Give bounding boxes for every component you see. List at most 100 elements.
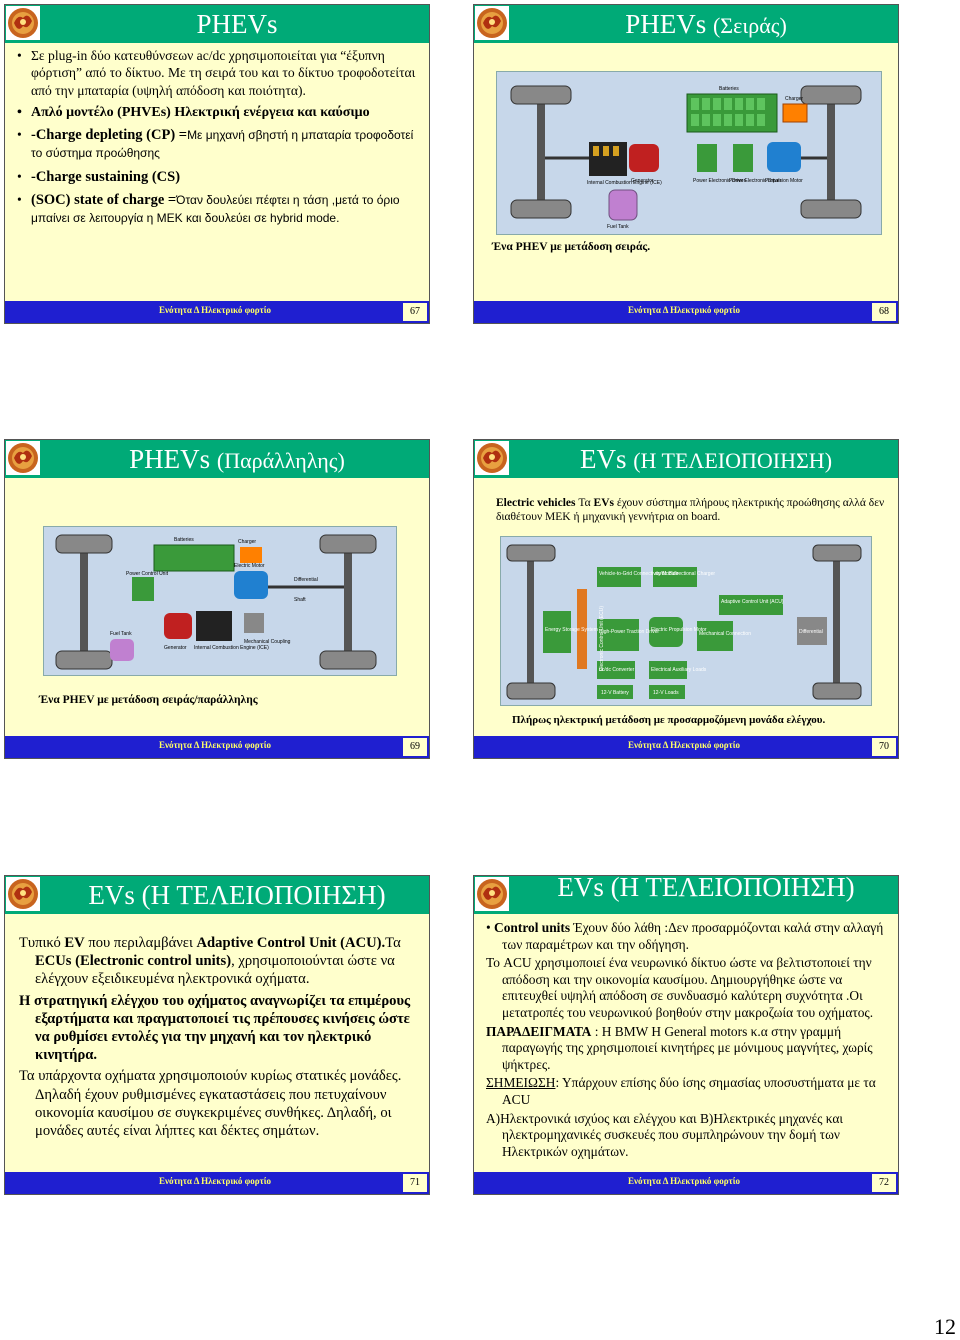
text-part: που περιλαμβάνει	[84, 935, 197, 951]
figure-caption: Ένα PHEV με μετάδοση σειράς.	[492, 241, 651, 253]
bullet-text: Σε plug-in δύο κατευθύνσεων ac/dc χρησιμ…	[31, 48, 416, 98]
label-aux: Electrical Auxiliary Loads	[651, 667, 707, 673]
slide-number: 70	[872, 738, 896, 756]
title-main: EVs	[579, 444, 627, 474]
label-motor: Electric Propulsion Motor	[651, 627, 707, 633]
bullet-term: -Charge sustaining (CS)	[31, 168, 181, 185]
paragraph: ΠΑΡΑΔΕΙΓΜΑΤΑ : Η BMW Η General motors κ.…	[486, 1024, 886, 1074]
text-part: : Η BMW Η General motors κ.α στην γραμμή…	[502, 1023, 873, 1072]
label-shaft: Shaft	[294, 597, 306, 603]
label-driver: Power Electronic Driver	[729, 178, 782, 184]
slide-72: EVs (Η ΤΕΛΕΙΟΠΟΙΗΣΗ) • Control units Έχο…	[473, 875, 899, 1195]
label-ess: Energy Storage System	[545, 627, 598, 633]
footer-label: Ενότητα Δ Ηλεκτρικό φορτίο	[628, 1176, 740, 1186]
footer-label: Ενότητα Δ Ηλεκτρικό φορτίο	[628, 740, 740, 750]
label-differential: Differential	[294, 577, 318, 583]
label-ice: Internal Combustion Engine (ICE)	[587, 180, 662, 186]
bullet: -Charge depleting (CP) =Με μηχανή σβηστή…	[17, 126, 417, 163]
text-term: ECUs (Electronic control units)	[35, 953, 232, 970]
text-part: Έχουν δύο λάθη :Δεν προσαρμόζονται καλά …	[502, 920, 884, 952]
label-motor: Electric Motor	[234, 563, 265, 569]
slide-footer: Ενότητα Δ Ηλεκτρικό φορτίο 70	[474, 736, 898, 758]
title-bar: EVs (Η ΤΕΛΕΙΟΠΟΙΗΣΗ)	[474, 876, 898, 914]
label-charger: Charger	[238, 539, 256, 545]
slide-70: EVs (Η ΤΕΛΕΙΟΠΟΙΗΣΗ) Electric vehicles Τ…	[473, 439, 899, 759]
label-driver: Power Electronic Driver	[693, 178, 746, 184]
label-ice: Internal Combustion Engine (ICE)	[194, 645, 269, 651]
label-motor: Propulsion Motor	[765, 178, 803, 184]
label-coupling: Mechanical Coupling	[244, 639, 291, 645]
title-main: PHEVs	[129, 444, 211, 474]
bullet: Σε plug-in δύο κατευθύνσεων ac/dc χρησιμ…	[17, 47, 417, 99]
footer-label: Ενότητα Δ Ηλεκτρικό φορτίο	[159, 740, 271, 750]
text-term: ΠΑΡΑΔΕΙΓΜΑΤΑ	[486, 1023, 592, 1039]
slide-content: Τυπικό EV που περιλαμβάνει Adaptive Cont…	[19, 934, 417, 1143]
bullet: (SOC) state of charge =Όταν δουλεύει πέφ…	[17, 191, 417, 228]
slide-68: PHEVs (Σειράς)	[473, 4, 899, 324]
slide-69: PHEVs (Παράλληλης) Batteries Charger Pow…	[4, 439, 430, 759]
label-ecu: Electronic Control Unit (ECU)	[599, 606, 605, 671]
label-traction: High-Power Traction Driver	[599, 629, 659, 635]
slide-number: 68	[872, 303, 896, 321]
logo-icon	[6, 877, 40, 911]
slide-title: PHEVs	[196, 9, 278, 39]
logo-icon	[475, 441, 509, 475]
bullet: Απλό μοντέλο (PHVEs) Ηλεκτρική ενέργεια …	[17, 104, 417, 122]
paragraph: Η στρατηγική ελέγχου του οχήματος αναγνω…	[19, 992, 411, 1064]
label-batteries: Batteries	[174, 537, 194, 543]
title-bar: EVs (Η ΤΕΛΕΙΟΠΟΙΗΣΗ)	[474, 440, 898, 478]
label-generator: Generator	[164, 645, 187, 651]
ev-diagram: Vehicle-to-Grid Connectivity Module ac/d…	[500, 536, 872, 706]
label-fuel-tank: Fuel Tank	[607, 224, 629, 230]
diagram-graphic: Batteries Charger Internal Combustion En…	[510, 85, 862, 230]
paragraph: Α)Ηλεκτρονικά ισχύος και ελέγχου και Β)Η…	[486, 1110, 844, 1159]
intro-text-part: Τα	[575, 497, 594, 509]
slide-content: Σε plug-in δύο κατευθύνσεων ac/dc χρησιμ…	[15, 47, 417, 233]
figure-caption: Ένα PHEV με μετάδοση σειράς/παράλληλης	[39, 694, 258, 706]
slide-title: PHEVs (Παράλληλης)	[45, 440, 429, 478]
label-batteries: Batteries	[719, 86, 739, 92]
logo-icon	[6, 6, 40, 40]
label-acu: Adaptive Control Unit (ACU)	[721, 599, 784, 605]
footer-label: Ενότητα Δ Ηλεκτρικό φορτίο	[159, 305, 271, 315]
slide-title: PHEVs (Σειράς)	[514, 5, 898, 43]
text-part: Τυπικό	[19, 935, 65, 951]
slide-title: EVs (Η ΤΕΛΕΙΟΠΟΙΗΣΗ)	[88, 880, 386, 910]
logo-icon	[475, 6, 509, 40]
label-loads: 12-V Loads	[653, 690, 679, 696]
footer-label: Ενότητα Δ Ηλεκτρικό φορτίο	[159, 1176, 271, 1186]
slide-footer: Ενότητα Δ Ηλεκτρικό φορτίο 69	[5, 736, 429, 758]
paragraph: • Control units Έχουν δύο λάθη :Δεν προσ…	[486, 920, 884, 952]
title-sub: (Σειράς)	[712, 13, 787, 38]
slide-number: 72	[872, 1174, 896, 1192]
text-term: Control units	[494, 920, 571, 935]
text-term: Adaptive Control Unit (ACU).	[196, 935, 386, 951]
intro-term: Electric vehicles	[496, 497, 576, 509]
page-number: 12	[934, 1314, 956, 1339]
title-bar: PHEVs (Σειράς)	[474, 5, 898, 43]
diagram-graphic: Batteries Charger Power Control Unit Ele…	[55, 534, 377, 670]
intro-text-part: έχουν σύστημα πλήρους ηλεκτρικής προώθησ…	[496, 497, 885, 523]
bullet: -Charge sustaining (CS)	[17, 168, 417, 186]
label-differential: Differential	[799, 629, 823, 635]
footer-label: Ενότητα Δ Ηλεκτρικό φορτίο	[628, 305, 740, 315]
title-bar: PHEVs	[5, 5, 429, 43]
label-fuel-tank: Fuel Tank	[110, 631, 132, 637]
label-battery: 12-V Battery	[601, 690, 629, 696]
slide-number: 71	[403, 1174, 427, 1192]
slide-footer: Ενότητα Δ Ηλεκτρικό φορτίο 67	[5, 301, 429, 323]
logo-icon	[475, 877, 509, 911]
paragraph: ΣΗΜΕΙΩΣΗ: Υπάρχουν επίσης δύο ίσης σημασ…	[486, 1075, 886, 1108]
slide-footer: Ενότητα Δ Ηλεκτρικό φορτίο 68	[474, 301, 898, 323]
bullet-term: (SOC) state of charge =	[31, 192, 177, 209]
label-charger: ac/dc Bidirectional Charger	[655, 571, 715, 577]
intro-text: Electric vehicles Τα EVs έχουν σύστημα π…	[496, 496, 886, 524]
label-generator: Generator	[631, 178, 654, 184]
text-part: Τα	[385, 935, 401, 951]
slide-content: • Control units Έχουν δύο λάθη :Δεν προσ…	[486, 920, 886, 1162]
label-mech: Mechanical Connection	[699, 631, 751, 637]
paragraph: Το ACU χρησιμοποιεί ένα νευρωνικό δίκτυο…	[486, 955, 874, 1020]
bullet-text: Όταν δουλεύει πέφτει η τάση ,μετά το όρι…	[31, 193, 400, 226]
bullet-term: -Charge depleting (CP) =	[31, 127, 188, 144]
parallel-phev-diagram: Batteries Charger Power Control Unit Ele…	[43, 526, 397, 676]
